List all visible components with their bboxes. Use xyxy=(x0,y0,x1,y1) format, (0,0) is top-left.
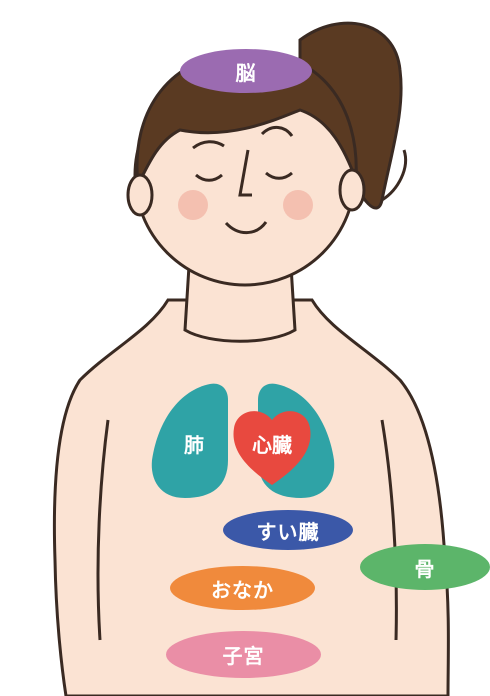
bone-label-button[interactable]: 骨 xyxy=(360,544,490,590)
heart-label: 心臓 xyxy=(252,433,292,457)
right-ear xyxy=(340,170,364,210)
pancreas-label-button[interactable]: すい臓 xyxy=(223,510,353,550)
left-cheek xyxy=(178,190,208,220)
left-ear xyxy=(128,175,152,215)
lungs-label: 肺 xyxy=(184,433,204,457)
right-cheek xyxy=(283,190,313,220)
brain-label-button[interactable]: 脳 xyxy=(180,49,312,93)
belly-label-button[interactable]: おなか xyxy=(170,566,315,610)
uterus-label-button[interactable]: 子宮 xyxy=(166,631,321,678)
